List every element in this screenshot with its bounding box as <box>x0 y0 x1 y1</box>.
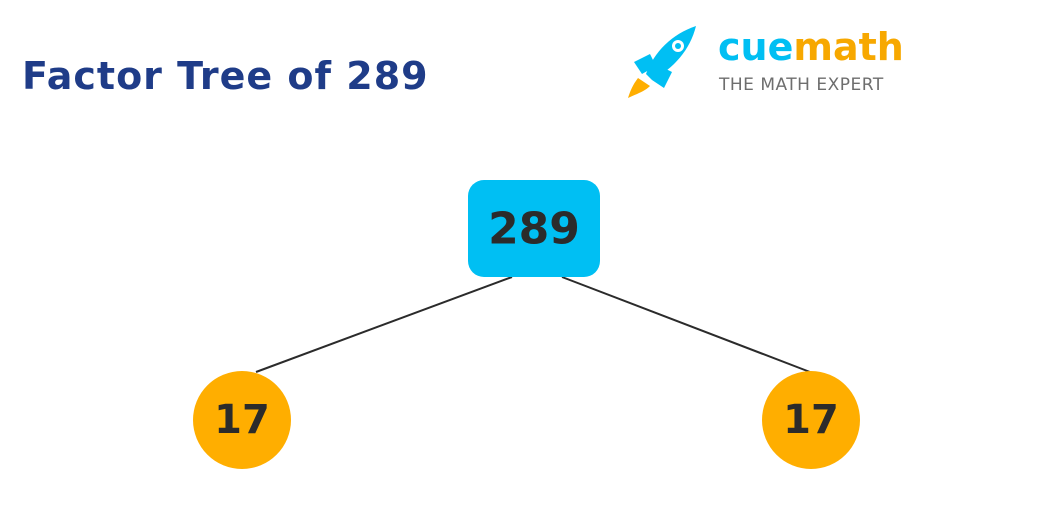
brand-name: cuemath <box>718 28 904 66</box>
rocket-icon <box>628 26 696 98</box>
leaf-label-left: 17 <box>214 397 270 443</box>
edge-left <box>255 276 513 373</box>
leaf-circle-right <box>762 371 860 469</box>
tree-node-root: 289 <box>468 180 600 277</box>
brand-tagline: THE MATH EXPERT <box>719 75 884 95</box>
page-title: Factor Tree of 289 <box>22 54 429 98</box>
leaf-circle-left <box>193 371 291 469</box>
cuemath-logo: cuemath THE MATH EXPERT <box>624 22 904 102</box>
tree-node-left: 17 <box>193 371 291 469</box>
root-box <box>468 180 600 277</box>
brand-part-math: math <box>793 25 904 69</box>
leaf-label-right: 17 <box>783 397 839 443</box>
edge-right <box>561 276 811 373</box>
tree-node-right: 17 <box>762 371 860 469</box>
root-label: 289 <box>488 204 580 255</box>
brand-part-cue: cue <box>718 25 794 69</box>
